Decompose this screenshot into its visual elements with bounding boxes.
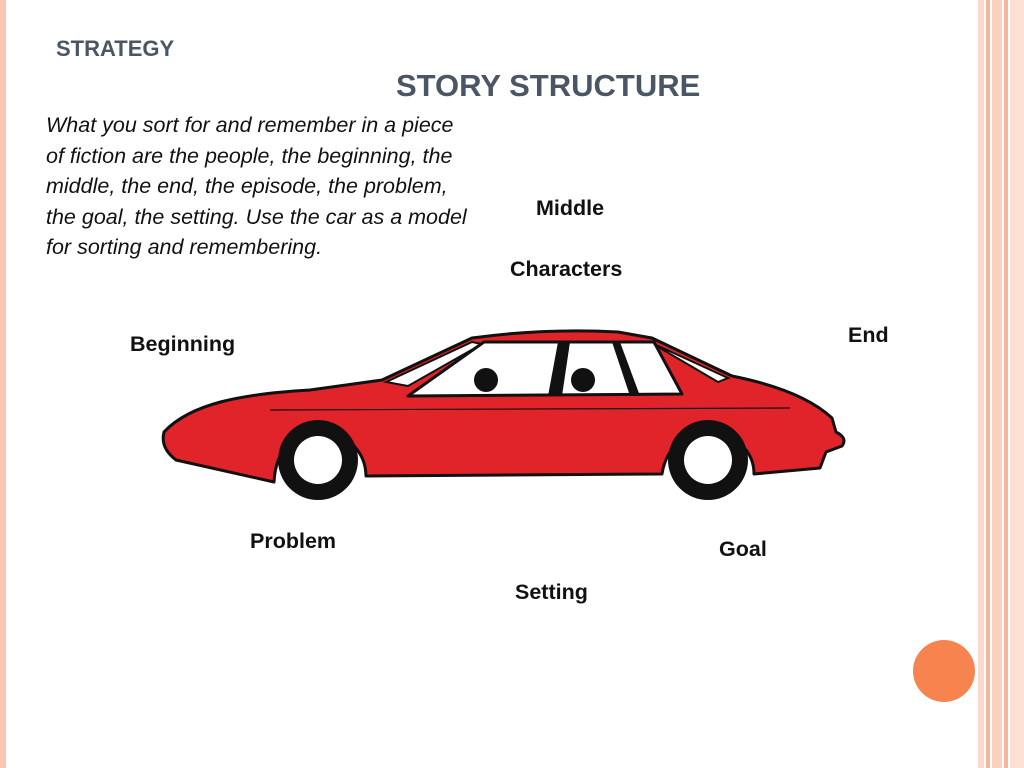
label-characters: Characters xyxy=(510,257,623,281)
right-border-stripe xyxy=(992,0,1002,768)
car-pillar xyxy=(548,342,570,396)
slide-kicker: STRATEGY xyxy=(56,36,175,61)
label-beginning: Beginning xyxy=(130,332,236,356)
label-end: End xyxy=(848,323,889,347)
red-car-icon xyxy=(161,329,846,500)
character-head xyxy=(571,368,595,392)
car-body-line xyxy=(269,407,791,411)
label-setting: Setting xyxy=(515,580,588,604)
car-pillar xyxy=(612,342,640,396)
car-front-hubcap xyxy=(684,436,732,484)
left-border-stripe xyxy=(0,0,6,768)
right-border-stripe xyxy=(1010,0,1024,768)
label-middle: Middle xyxy=(536,196,605,220)
right-border-stripe xyxy=(978,0,984,768)
right-border-stripe xyxy=(1004,0,1008,768)
label-goal: Goal xyxy=(719,537,767,561)
right-border-stripe xyxy=(986,0,990,768)
accent-dot xyxy=(913,640,975,702)
slide-title: STORY STRUCTURE xyxy=(396,68,701,103)
slide-body-text: What you sort for and remember in a piec… xyxy=(46,113,467,260)
label-problem: Problem xyxy=(250,529,337,553)
character-head xyxy=(474,368,498,392)
car-windshield xyxy=(653,343,731,384)
car-rear-hubcap xyxy=(294,436,342,484)
